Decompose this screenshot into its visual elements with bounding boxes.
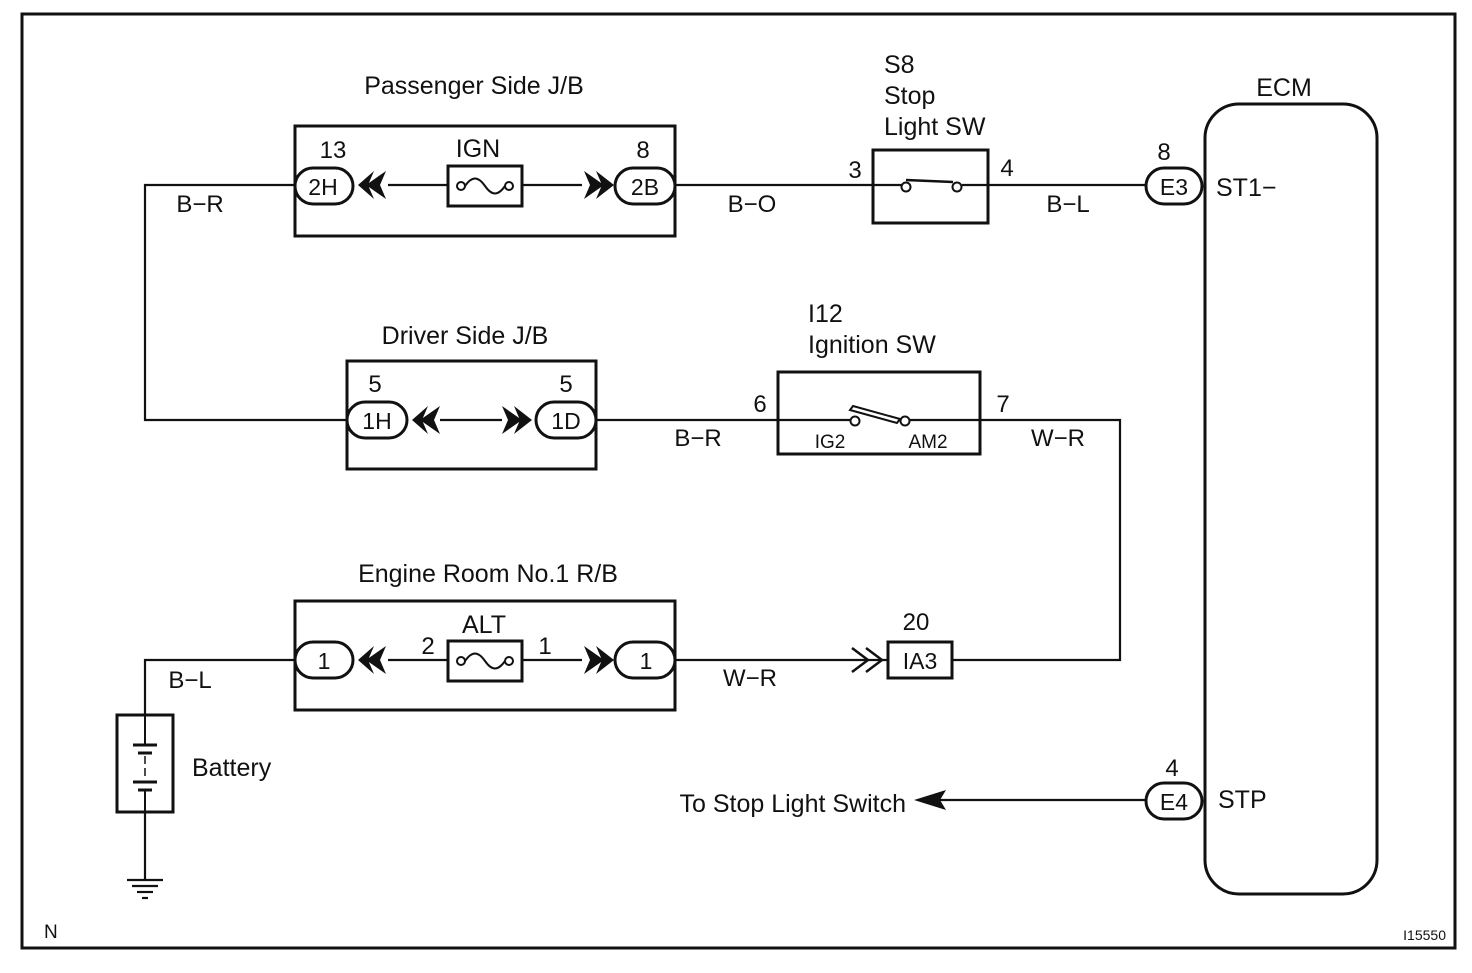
connector-er-left-label: 1 [318, 648, 331, 674]
fuse-ign [446, 164, 524, 208]
wire-wr-top [952, 418, 1122, 662]
pin-2h: 13 [320, 137, 347, 164]
ecm-box [1203, 102, 1379, 896]
fuse-alt [446, 639, 524, 683]
connector-er-right [613, 640, 677, 680]
wire-label-br-mid: B−R [674, 425, 721, 452]
fuse-alt-label: ALT [462, 611, 506, 639]
connector-1h-label: 1H [362, 408, 391, 434]
fuse-ign-element [464, 177, 506, 195]
wire-bl-batt [143, 658, 295, 715]
connector-e4-label: E4 [1160, 789, 1188, 815]
fuse-alt-element [464, 652, 506, 670]
pin-1d: 5 [559, 371, 572, 398]
terminal-arrow-er-right [584, 646, 614, 674]
connector-er-right-label: 1 [640, 648, 653, 674]
connector-2b [613, 166, 677, 206]
stop-sw-name-1: Stop [884, 82, 935, 110]
terminal-arrow-2b [584, 171, 614, 199]
connector-2b-label: 2B [631, 174, 659, 200]
terminal-arrow-1h [412, 406, 440, 434]
ign-terminal-am2: AM2 [908, 432, 947, 453]
wire-label-bl-batt: B−L [168, 667, 211, 694]
ignition-switch-contact [848, 404, 902, 425]
ecm-terminal-st1: ST1− [1216, 174, 1276, 202]
driver-jb-title: Driver Side J/B [382, 322, 549, 350]
figure-id: I15550 [1403, 927, 1446, 943]
fuse-ign-label: IGN [456, 135, 500, 163]
stop-light-switch-box [871, 148, 990, 225]
wire-label-wr-top: W−R [1031, 425, 1085, 452]
connector-e3-label: E3 [1160, 174, 1188, 200]
wire-label-bo: B−O [728, 191, 777, 218]
connector-1d-label: 1D [551, 408, 580, 434]
battery-label: Battery [192, 754, 272, 782]
ecm-terminal-stp: STP [1218, 786, 1267, 814]
connector-er-left [293, 640, 355, 680]
stop-sw-code: S8 [884, 51, 915, 79]
connector-1h [345, 400, 409, 440]
wire-br-left [143, 183, 347, 422]
stop-switch-contact [905, 178, 954, 184]
pin-alt-left: 2 [421, 633, 434, 660]
ground-icon [127, 878, 163, 900]
ign-sw-code: I12 [808, 300, 843, 328]
connector-2h [293, 166, 355, 206]
pin-2b: 8 [636, 137, 649, 164]
engine-rb-title: Engine Room No.1 R/B [358, 560, 618, 588]
corner-n: N [44, 922, 58, 943]
pin-ign-in: 6 [753, 391, 766, 418]
connector-2h-label: 2H [308, 174, 337, 200]
stop-sw-name-2: Light SW [884, 113, 986, 141]
pin-ecm-e4: 4 [1165, 755, 1178, 782]
connector-ia3-label: IA3 [903, 648, 938, 674]
terminal-arrow-1d [502, 406, 532, 434]
terminal-arrow-er-left [358, 646, 386, 674]
terminal-arrow-2h [358, 171, 386, 199]
pin-ecm-e3: 8 [1157, 139, 1170, 166]
connector-e3 [1144, 166, 1204, 206]
pin-1h: 5 [368, 371, 381, 398]
ign-terminal-ig2: IG2 [815, 432, 846, 453]
connector-1d [534, 400, 598, 440]
connector-ia3-arrow-icon [851, 647, 885, 673]
pin-ign-out: 7 [996, 391, 1009, 418]
diagram-frame [20, 12, 1457, 950]
arrow-left-icon [914, 790, 946, 810]
pin-stop-in: 3 [848, 157, 861, 184]
ign-sw-name: Ignition SW [808, 331, 936, 359]
to-stop-light-label: To Stop Light Switch [679, 790, 906, 818]
ignition-switch-box [776, 370, 982, 456]
pin-stop-out: 4 [1000, 155, 1013, 182]
pin-ia3: 20 [903, 609, 930, 636]
connector-e4 [1144, 781, 1204, 821]
wire-label-wr-bottom: W−R [723, 665, 777, 692]
connector-ia3 [886, 640, 954, 680]
pin-alt-right: 1 [538, 633, 551, 660]
ecm-title: ECM [1256, 74, 1312, 102]
wire-label-bl-ecm: B−L [1046, 191, 1089, 218]
passenger-jb-title: Passenger Side J/B [364, 72, 584, 100]
wire-label-br-left: B−R [176, 191, 223, 218]
